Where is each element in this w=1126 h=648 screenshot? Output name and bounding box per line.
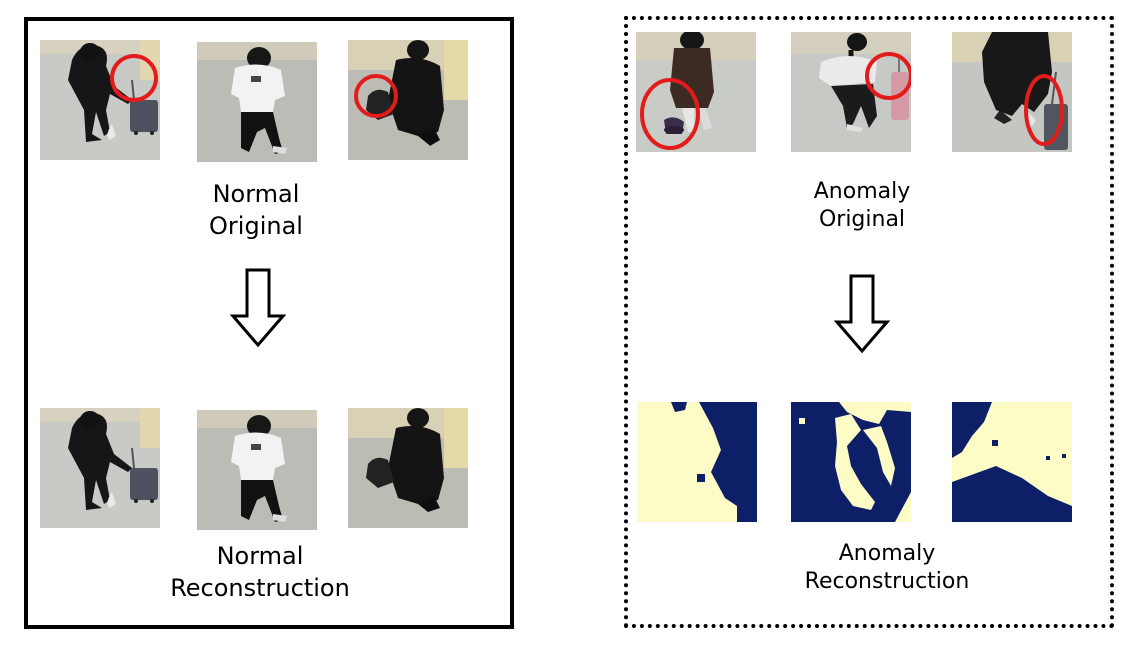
highlight-circle (110, 54, 158, 102)
highlight-circle (1024, 74, 1064, 146)
anomaly-reconstruction-mask-2 (791, 402, 911, 522)
normal-original-image-2 (197, 42, 317, 162)
anomaly-original-image-2 (791, 32, 911, 152)
normal-reconstruction-image-2 (197, 410, 317, 530)
normal-panel (24, 17, 514, 629)
normal-original-image-1 (40, 40, 160, 160)
anomaly-panel (624, 16, 1114, 628)
normal-reconstruction-caption: Normal Reconstruction (170, 542, 350, 602)
normal-original-caption: Normal Original (209, 180, 303, 240)
anomaly-reconstruction-mask-1 (637, 402, 757, 522)
anomaly-original-image-3 (952, 32, 1072, 152)
normal-reconstruction-image-1 (40, 408, 160, 528)
normal-original-image-3 (348, 40, 468, 160)
highlight-circle (865, 52, 911, 100)
highlight-circle (640, 78, 700, 150)
normal-reconstruction-image-3 (348, 408, 468, 528)
anomaly-original-caption: Anomaly Original (813, 179, 911, 232)
anomaly-original-image-1 (636, 32, 756, 152)
down-arrow-icon (230, 268, 286, 348)
highlight-circle (354, 74, 398, 118)
down-arrow-icon (834, 274, 890, 354)
anomaly-reconstruction-caption: Anomaly Reconstruction (804, 541, 970, 594)
anomaly-reconstruction-mask-3 (952, 402, 1072, 522)
